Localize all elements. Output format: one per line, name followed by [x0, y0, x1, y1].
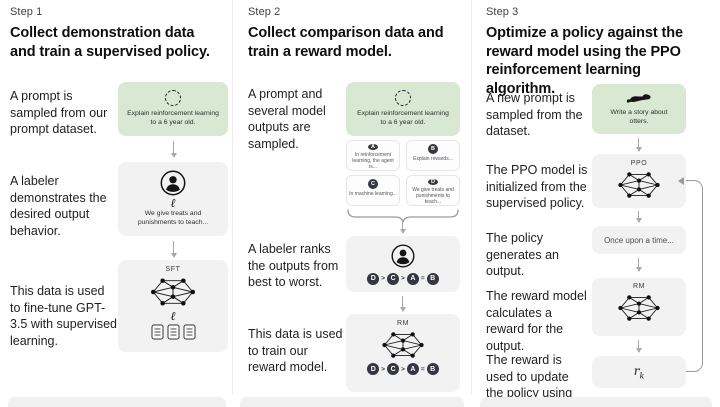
step2-row2-text: A labeler ranks the outputs from best to…	[248, 242, 339, 289]
prompt-box: Write a story about otters.	[592, 84, 686, 134]
rank-chip: D	[367, 363, 380, 375]
output-chip: A	[368, 144, 378, 150]
otter-icon	[626, 94, 651, 103]
demo-caption: We give treats and punishments to teach.…	[137, 210, 209, 226]
brace-icon	[347, 209, 459, 223]
step2-row3-text: This data is used to train our reward mo…	[248, 327, 343, 374]
output-chip: C	[368, 179, 378, 189]
output-card-c: C In machine learning...	[346, 175, 400, 206]
sample-icon	[165, 90, 181, 107]
column-divider	[471, 0, 472, 394]
rank-separator: =	[420, 275, 425, 282]
rank-chip: B	[426, 272, 439, 285]
rank-separator: >	[401, 365, 405, 373]
step2-heading: Collect comparison data and train a rewa…	[248, 25, 444, 60]
rm-label: RM	[396, 320, 410, 327]
reward-box: rk	[592, 356, 686, 388]
labeler-icon	[160, 170, 186, 196]
arrow-down-icon	[398, 222, 407, 234]
column-divider	[232, 0, 233, 394]
bottom-strip	[240, 397, 464, 407]
rank-separator: >	[401, 275, 405, 282]
step2-label: Step 2	[248, 6, 281, 18]
rm-model-box: RM D > C > A = B	[346, 314, 460, 392]
output-text: In reinforcement learning, the agent is.…	[352, 152, 394, 170]
step1-label: Step 1	[10, 6, 43, 18]
prompt-caption: Write a story about otters.	[610, 108, 668, 125]
neural-net-icon	[382, 332, 424, 358]
rank-chip: A	[406, 272, 419, 285]
output-card-b: B Explain rewards...	[406, 140, 460, 171]
rank-chip: A	[406, 363, 419, 375]
ppo-label: PPO	[630, 160, 648, 167]
bottom-strip	[480, 397, 712, 407]
step3-label: Step 3	[486, 6, 519, 18]
step3-row5-text: The reward is used to update the policy …	[486, 353, 573, 407]
rank-chip: C	[387, 363, 400, 375]
feedback-loop-line	[686, 180, 703, 372]
rank-chip: B	[426, 363, 439, 375]
arrow-down-icon	[634, 258, 643, 272]
policy-output-caption: Once upon a time...	[604, 235, 674, 245]
neural-net-icon	[618, 172, 660, 198]
sample-icon	[395, 90, 411, 107]
output-text: Explain rewards...	[413, 156, 453, 162]
prompt-caption: Explain reinforcement learning to a 6 ye…	[127, 110, 219, 126]
arrow-down-icon	[169, 141, 178, 158]
rank-chip: D	[367, 272, 380, 285]
policy-output-box: Once upon a time...	[592, 226, 686, 254]
rm-model-box: RM	[592, 278, 686, 336]
rank-separator: =	[420, 365, 425, 373]
rank-separator: >	[381, 365, 386, 373]
ranking: D > C > A = B	[367, 272, 439, 285]
output-card-d: D We give treats and punishments to teac…	[406, 175, 460, 206]
arrow-down-icon	[634, 211, 643, 223]
quill-icon: ℓ	[170, 196, 176, 211]
bottom-strip	[8, 397, 226, 407]
output-text: In machine learning...	[349, 191, 397, 197]
output-card-a: A In reinforcement learning, the agent i…	[346, 140, 400, 171]
output-chip: B	[428, 144, 438, 154]
step1-row3-text: This data is used to fine-tune GPT-3.5 w…	[10, 284, 118, 348]
sft-label: SFT	[165, 266, 181, 273]
labeler-rank-box: D > C > A = B	[346, 236, 460, 292]
step3-row2-text: The PPO model is initialized from the su…	[486, 163, 588, 210]
step3-row3-text: The policy generates an output.	[486, 231, 559, 278]
prompt-box: Explain reinforcement learning to a 6 ye…	[346, 82, 460, 136]
arrow-down-icon	[634, 340, 643, 353]
step3-row4-text: The reward model calculates a reward for…	[486, 289, 587, 353]
neural-net-icon	[618, 295, 660, 321]
output-chip: D	[428, 179, 438, 185]
ranking: D > C > A = B	[367, 363, 439, 375]
rank-separator: >	[381, 275, 386, 282]
documents-icon	[151, 324, 196, 340]
step1-row2-text: A labeler demonstrates the desired outpu…	[10, 174, 107, 238]
prompt-box: Explain reinforcement learning to a 6 ye…	[118, 82, 228, 136]
step3-heading: Optimize a policy against the reward mod…	[486, 25, 683, 97]
rm-label: RM	[632, 283, 646, 290]
output-text: We give treats and punishments to teach.…	[412, 187, 454, 205]
step2-row1-text: A prompt and several model outputs are s…	[248, 87, 326, 151]
rank-chip: C	[387, 272, 400, 285]
reward-symbol: rk	[633, 363, 645, 381]
arrow-down-icon	[398, 296, 407, 312]
labeler-demo-box: ℓ We give treats and punishments to teac…	[118, 162, 228, 236]
step1-row1-text: A prompt is sampled from our prompt data…	[10, 89, 108, 136]
ppo-model-box: PPO	[592, 154, 686, 208]
arrow-down-icon	[634, 138, 643, 152]
step3-row1-text: A new prompt is sampled from the dataset…	[486, 91, 583, 138]
labeler-icon	[391, 243, 415, 268]
neural-net-icon	[150, 278, 196, 306]
step1-heading: Collect demonstration data and train a s…	[10, 25, 210, 60]
quill-icon: ℓ	[170, 309, 176, 323]
arrow-down-icon	[169, 241, 178, 258]
prompt-caption: Explain reinforcement learning to a 6 ye…	[357, 110, 449, 126]
feedback-loop-arrowhead-icon	[678, 177, 684, 185]
sft-model-box: SFT ℓ	[118, 260, 228, 352]
